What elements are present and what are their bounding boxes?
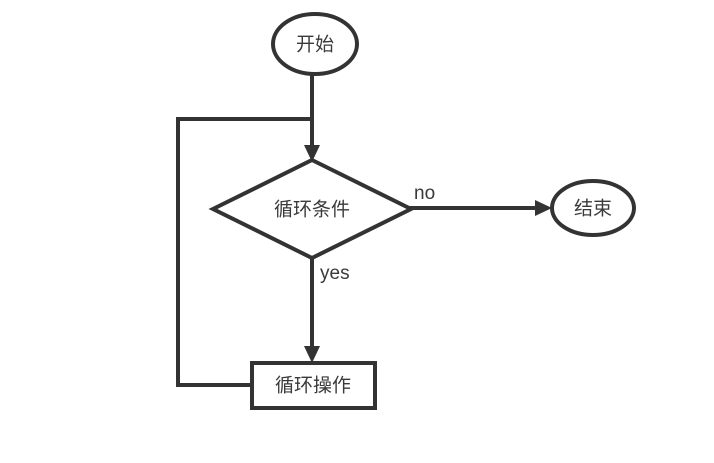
condition-label: 循环条件 xyxy=(274,199,350,221)
start-ellipse[interactable] xyxy=(271,12,359,76)
edge-operation-loopback-line xyxy=(176,117,312,387)
arrowhead-into-operation xyxy=(304,346,320,363)
node-operation[interactable]: 循环操作 xyxy=(250,361,377,410)
node-condition[interactable]: 循环条件 xyxy=(208,157,416,261)
edge-operation-loopback xyxy=(176,117,312,387)
operation-rect[interactable] xyxy=(250,361,377,410)
end-label: 结束 xyxy=(574,198,612,220)
arrowhead-into-end xyxy=(535,200,552,216)
arrowhead-into-condition xyxy=(304,145,320,162)
edge-start-to-condition xyxy=(304,74,320,162)
edge-label-yes: yes xyxy=(320,263,350,284)
edge-condition-to-operation: yes xyxy=(304,258,350,363)
end-ellipse[interactable] xyxy=(550,179,636,237)
node-end[interactable]: 结束 xyxy=(550,179,636,237)
condition-diamond[interactable] xyxy=(208,157,416,261)
edge-label-no: no xyxy=(414,183,435,204)
node-start[interactable]: 开始 xyxy=(271,12,359,76)
start-label: 开始 xyxy=(296,34,334,56)
operation-label: 循环操作 xyxy=(275,375,351,397)
edge-condition-to-end: no xyxy=(405,183,552,216)
